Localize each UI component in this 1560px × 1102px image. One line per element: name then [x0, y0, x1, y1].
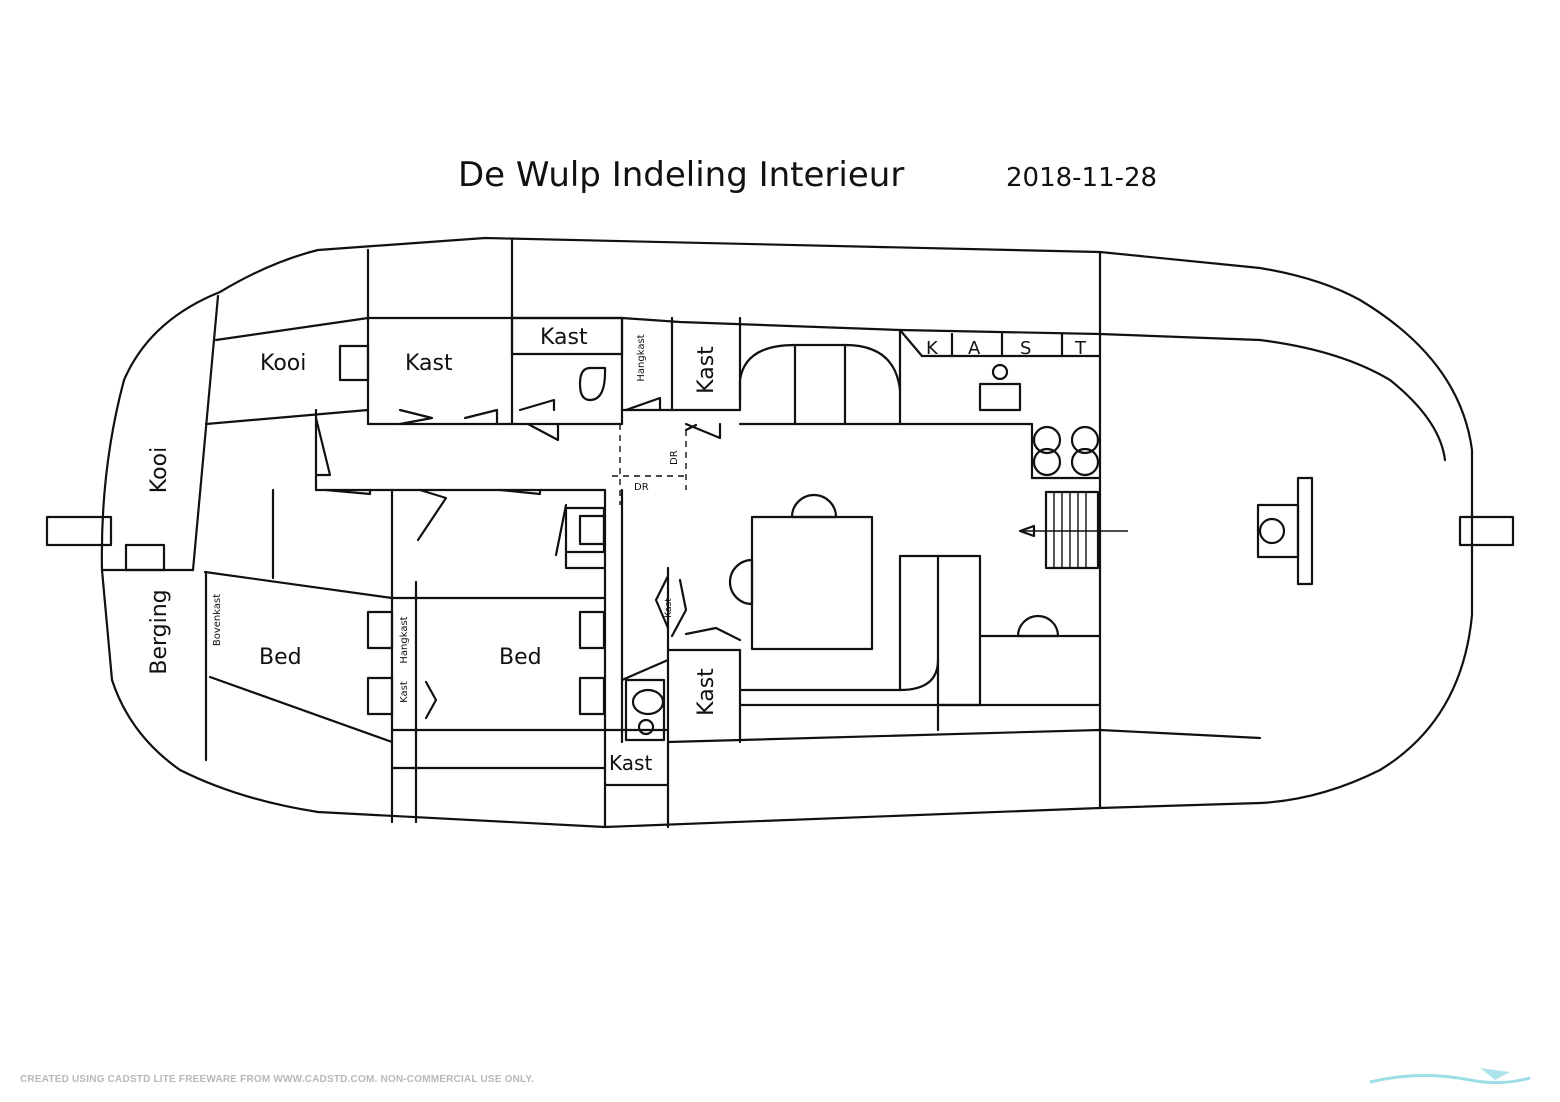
helm-station [1256, 476, 1314, 586]
galley-sink [978, 382, 1022, 412]
label-kast-vertical-top: Kast [694, 346, 719, 394]
label-kast-k: K [926, 338, 939, 359]
label-kast-s: S [1020, 338, 1031, 359]
label-kast-fwd: Kast [405, 351, 453, 376]
label-hangkast-mid: Hangkast [399, 616, 410, 663]
label-bovenkast: Bovenkast [212, 594, 223, 646]
watermark-logo [1369, 1068, 1531, 1085]
dr-label-2: DR [669, 450, 680, 465]
label-kast-t: T [1074, 338, 1087, 359]
label-bed-mid: Bed [499, 645, 542, 670]
plan-date: 2018-11-28 [1006, 163, 1157, 193]
label-kast-a: A [968, 338, 981, 359]
footer-note: CREATED USING CADSTD LITE FREEWARE FROM … [20, 1074, 535, 1085]
stool-top [790, 493, 838, 519]
stove-burners [1032, 425, 1100, 477]
stool-left [728, 558, 754, 606]
label-bed-left: Bed [259, 645, 302, 670]
interior-walls [100, 238, 1447, 829]
stern-cleat [45, 515, 113, 547]
label-kast-mid-small: Kast [664, 598, 674, 618]
saloon-table [750, 515, 874, 651]
label-kast-vertical-bottom: Kast [694, 668, 719, 716]
bow-cleat [1458, 515, 1515, 547]
galley-arches [738, 343, 902, 426]
label-kast-bottom: Kast [609, 751, 652, 775]
companionway-stairs [1018, 490, 1128, 570]
toilet-bottom [624, 678, 666, 742]
toilet-top [578, 366, 607, 402]
hull-outline [100, 236, 1474, 829]
door-swings [314, 396, 742, 720]
dr-markers [612, 424, 687, 505]
galley-tap [991, 363, 1009, 381]
stool-right [1016, 614, 1060, 638]
label-berging: Berging [147, 589, 172, 674]
dr-label-1: DR [634, 482, 649, 493]
plan-title: De Wulp Indeling Interieur [458, 155, 904, 195]
label-kast-top: Kast [540, 325, 588, 350]
label-hangkast-top: Hangkast [636, 334, 647, 381]
label-kooi-left: Kooi [147, 447, 172, 493]
small-blocks [124, 344, 607, 716]
label-kooi-top: Kooi [260, 351, 306, 376]
label-kast-small: Kast [399, 681, 410, 703]
